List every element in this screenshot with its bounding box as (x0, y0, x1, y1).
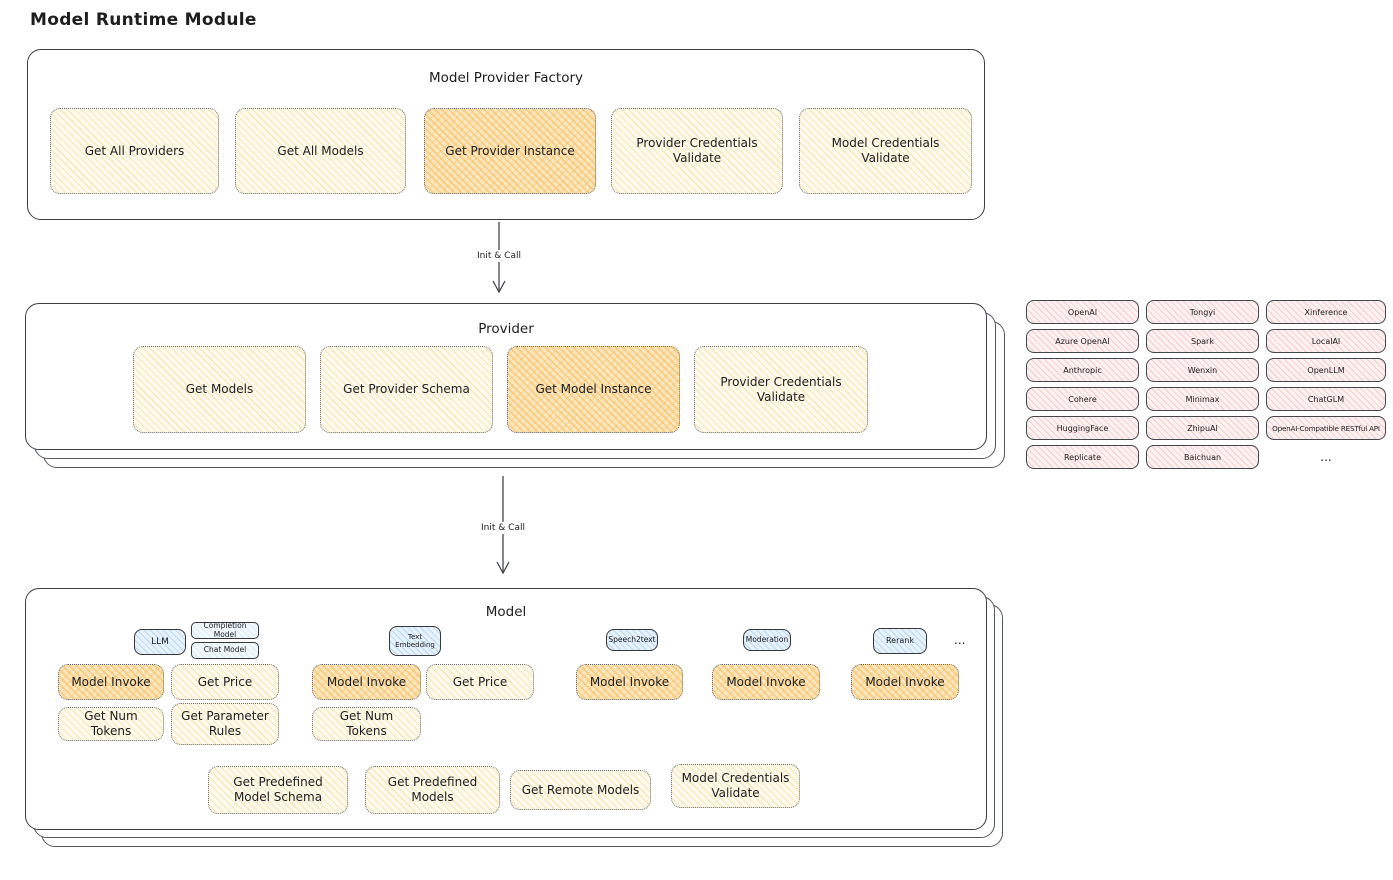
node-get-model-instance: Get Model Instance (507, 346, 680, 433)
node-model-invoke-llm: Model Invoke (58, 664, 164, 700)
provider-chip-azure-openai: Azure OpenAI (1026, 329, 1139, 353)
node-model-invoke-text-embedding: Model Invoke (312, 664, 421, 700)
factory-title: Model Provider Factory (428, 70, 583, 86)
node-factory-provider-credentials-validate: Provider Credentials Validate (611, 108, 783, 194)
provider-chip-spark: Spark (1146, 329, 1259, 353)
node-label: Get Model Instance (535, 382, 652, 396)
model-title: Model (485, 604, 527, 620)
provider-chip-openai-compatible-restful-api: OpenAI-Compatible RESTful API (1266, 416, 1386, 440)
provider-chip-openai: OpenAI (1026, 300, 1139, 324)
tag-speech2text: Speech2text (606, 629, 658, 651)
node-label: Model Invoke (71, 674, 151, 689)
provider-chip-wenxin: Wenxin (1146, 358, 1259, 382)
diagram-title: Model Runtime Module (30, 10, 257, 30)
node-get-remote-models: Get Remote Models (510, 770, 651, 810)
provider-chip-chatglm: ChatGLM (1266, 387, 1386, 411)
node-label: Get Price (452, 674, 508, 689)
node-get-num-tokens-llm: Get Num Tokens (58, 707, 164, 741)
node-get-predefined-model-schema: Get Predefined Model Schema (208, 766, 348, 814)
init-call-label-2: Init & Call (477, 522, 529, 534)
node-label: Get Predefined Model Schema (233, 775, 323, 804)
node-factory-model-credentials-validate: Model Credentials Validate (799, 108, 972, 194)
node-label: Get Num Tokens (339, 709, 394, 738)
provider-chip-xinference: Xinference (1266, 300, 1386, 324)
node-get-provider-instance: Get Provider Instance (424, 108, 596, 194)
node-provider-credentials-validate: Provider Credentials Validate (694, 346, 868, 433)
node-label: Get Predefined Models (387, 775, 478, 804)
provider-chip-replicate: Replicate (1026, 445, 1139, 469)
node-label: Get Provider Instance (445, 143, 575, 158)
tag-text-embedding: Text Embedding (389, 626, 441, 656)
provider-chip-localai: LocalAI (1266, 329, 1386, 353)
node-label: Provider Credentials Validate (720, 374, 842, 404)
node-get-models: Get Models (133, 346, 306, 433)
node-get-all-providers: Get All Providers (50, 108, 219, 194)
node-get-parameter-rules: Get Parameter Rules (171, 703, 279, 745)
node-label: Model Invoke (326, 674, 407, 689)
node-label: Get All Providers (84, 143, 185, 158)
node-label: Get All Models (277, 143, 364, 158)
node-label: Provider Credentials Validate (636, 136, 758, 165)
node-label: Get Price (197, 674, 253, 689)
tag-llm: LLM (134, 629, 186, 655)
model-container: Model LLM Completion Model Chat Model Te… (25, 588, 987, 830)
node-get-num-tokens-text-embedding: Get Num Tokens (312, 707, 421, 741)
provider-chip-zhipuai: ZhipuAI (1146, 416, 1259, 440)
provider-chip-anthropic: Anthropic (1026, 358, 1139, 382)
node-label: Model Invoke (865, 674, 945, 689)
node-model-invoke-rerank: Model Invoke (851, 664, 959, 700)
node-label: Model Credentials Validate (831, 136, 940, 165)
tag-rerank: Rerank (873, 628, 927, 654)
node-get-provider-schema: Get Provider Schema (320, 346, 493, 433)
model-tags-more-ellipsis: ... (954, 633, 966, 647)
providers-panel: OpenAI Tongyi Xinference Azure OpenAI Sp… (1026, 300, 1386, 469)
provider-chip-tongyi: Tongyi (1146, 300, 1259, 324)
tag-moderation: Moderation (743, 629, 791, 651)
node-label: Get Models (185, 382, 254, 396)
tag-completion-model: Completion Model (191, 621, 259, 639)
node-label: Get Parameter Rules (181, 709, 269, 738)
provider-title: Provider (478, 321, 534, 337)
provider-chip-cohere: Cohere (1026, 387, 1139, 411)
provider-chip-baichuan: Baichuan (1146, 445, 1259, 469)
init-call-label-1: Init & Call (473, 250, 525, 262)
provider-chip-minimax: Minimax (1146, 387, 1259, 411)
node-get-predefined-models: Get Predefined Models (365, 766, 500, 814)
node-label: Get Remote Models (521, 782, 640, 797)
node-get-all-models: Get All Models (235, 108, 406, 194)
node-model-invoke-speech2text: Model Invoke (576, 664, 683, 700)
node-label: Model Invoke (726, 674, 806, 689)
providers-more-ellipsis: ... (1320, 450, 1332, 464)
node-label: Get Provider Schema (343, 382, 470, 396)
node-model-credentials-validate: Model Credentials Validate (671, 764, 800, 808)
node-model-invoke-moderation: Model Invoke (712, 664, 820, 700)
node-label: Get Num Tokens (84, 709, 138, 738)
provider-chip-huggingface: HuggingFace (1026, 416, 1139, 440)
factory-container: Model Provider Factory Get All Providers… (27, 49, 985, 220)
tag-chat-model: Chat Model (191, 642, 259, 659)
provider-container: Provider Get Models Get Provider Schema … (25, 303, 987, 450)
provider-chip-openllm: OpenLLM (1266, 358, 1386, 382)
node-get-price-text-embedding: Get Price (426, 664, 534, 700)
node-label: Model Invoke (589, 674, 670, 689)
node-get-price-llm: Get Price (171, 664, 279, 700)
node-label: Model Credentials Validate (681, 771, 790, 800)
